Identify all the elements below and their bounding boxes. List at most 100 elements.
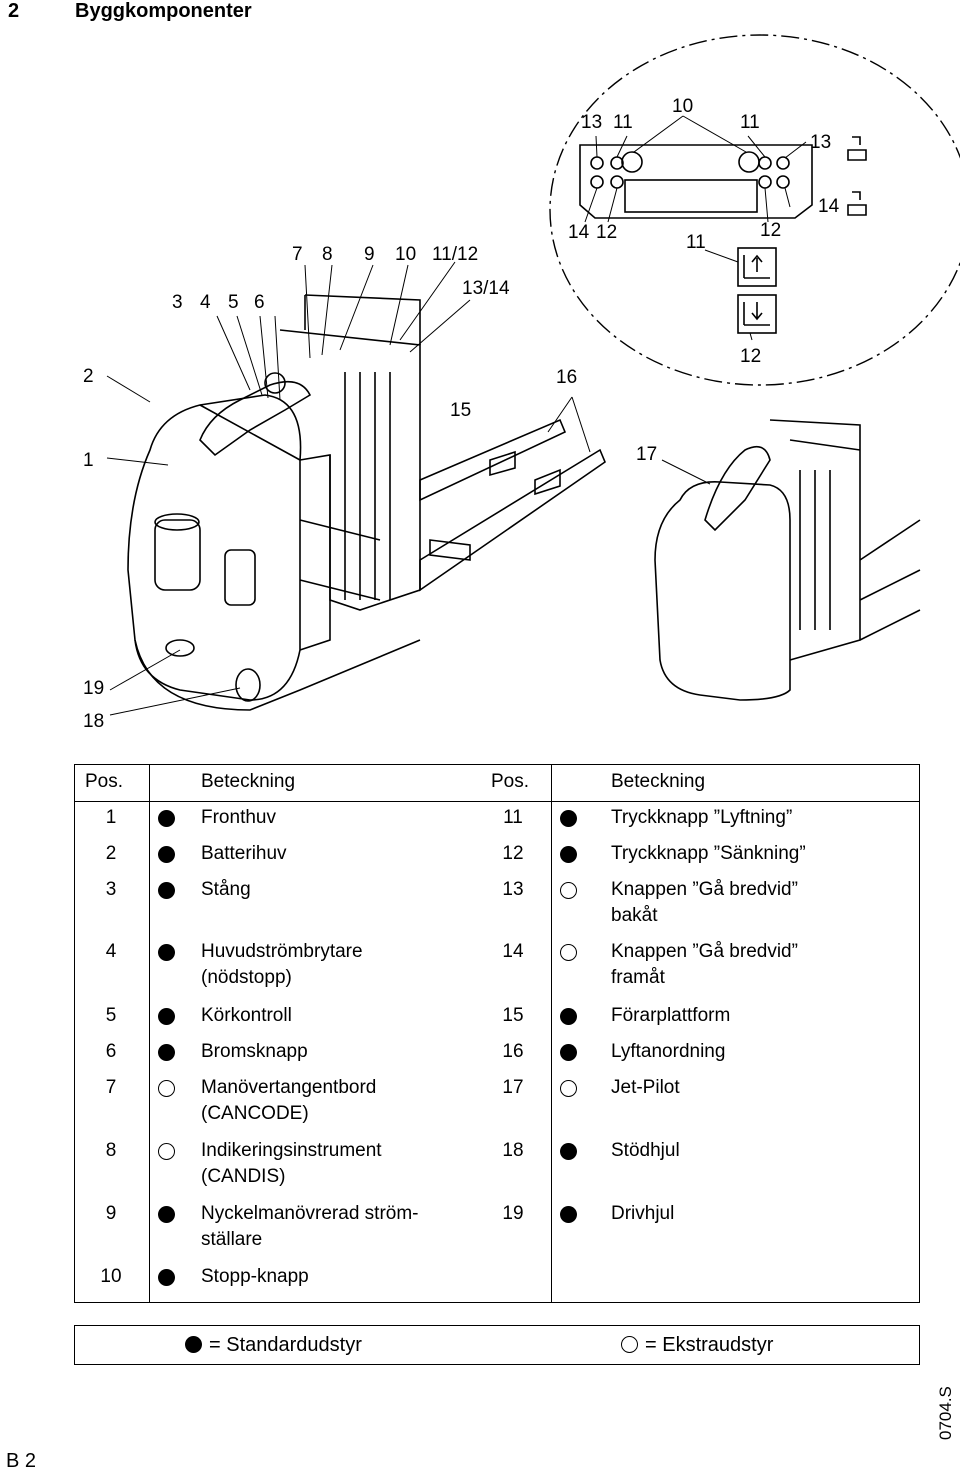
row-label: Stödhjul: [611, 1140, 680, 1161]
row-label: Indikeringsinstrument: [201, 1140, 382, 1161]
standard-dot-icon: [158, 1206, 175, 1223]
row-pos: 18: [502, 1140, 524, 1161]
row-pos: 2: [105, 843, 117, 864]
row-pos: 3: [105, 879, 117, 900]
detail-label-13a: 13: [581, 112, 602, 133]
label-2: 2: [83, 366, 94, 387]
detail-label-12c: 12: [740, 346, 761, 367]
table-header: Pos. Beteckning Pos. Beteckning: [75, 765, 919, 802]
label-16: 16: [556, 367, 577, 388]
row-label: Manövertangentbord: [201, 1077, 377, 1098]
row-pos: 5: [105, 1005, 117, 1026]
detail-label-11c: 11: [686, 232, 706, 253]
optional-dot-icon: [621, 1336, 638, 1353]
row-pos: 16: [502, 1041, 524, 1062]
component-table: Pos. Beteckning Pos. Beteckning 1 Fronthu…: [74, 764, 920, 1303]
row-label: Stopp-knapp: [201, 1266, 309, 1287]
row-label: Huvudströmbrytare: [201, 941, 363, 962]
row-label: ställare: [201, 1229, 263, 1250]
optional-dot-icon: [158, 1143, 175, 1160]
standard-dot-icon: [158, 810, 175, 827]
detail-label-13b: 13: [810, 132, 831, 153]
standard-dot-icon: [560, 1008, 577, 1025]
standard-dot-icon: [158, 882, 175, 899]
standard-dot-icon: [560, 1206, 577, 1223]
document-code: 0704.S: [936, 1386, 955, 1440]
row-pos: 14: [502, 941, 524, 962]
label-17: 17: [636, 444, 657, 465]
row-label: Stång: [201, 879, 251, 900]
lift-symbol-icon: [737, 247, 777, 287]
label-5: 5: [228, 292, 239, 313]
jet-pilot-tiller: [704, 445, 771, 532]
row-label: Förarplattform: [611, 1005, 731, 1026]
standard-dot-icon: [158, 846, 175, 863]
truck-front-hood: [127, 394, 302, 701]
col-divider: [149, 765, 150, 1302]
header-label-right: Beteckning: [611, 771, 706, 792]
optional-dot-icon: [560, 882, 577, 899]
row-label: Lyftanordning: [611, 1041, 726, 1062]
standard-dot-icon: [158, 1044, 175, 1061]
label-7: 7: [292, 244, 303, 265]
standard-dot-icon: [560, 846, 577, 863]
row-label: Fronthuv: [201, 807, 276, 828]
standard-dot-icon: [158, 1269, 175, 1286]
legend-standard: = Standardudstyr: [209, 1334, 362, 1356]
detail-circle: [549, 34, 960, 386]
control-panel: [579, 144, 813, 219]
label-18: 18: [83, 711, 104, 732]
row-pos: 11: [503, 807, 523, 828]
row-pos: 1: [105, 807, 117, 828]
figure-labels: 3 4 5 6 7 8 9 10 11/12 13/14 2 1 15 16 1…: [83, 96, 840, 732]
col-divider: [551, 765, 552, 1302]
label-15: 15: [450, 400, 471, 421]
row-label: framåt: [611, 967, 665, 988]
row-label: Batterihuv: [201, 843, 287, 864]
row-label: (CANCODE): [201, 1103, 309, 1124]
row-pos: 8: [105, 1140, 117, 1161]
label-19: 19: [83, 678, 104, 699]
jet-pilot-truck: [654, 481, 791, 701]
row-pos: 6: [105, 1041, 117, 1062]
walk-backward-icon: [847, 136, 867, 161]
tiller: [199, 380, 312, 457]
row-label: Nyckelmanövrerad ström-: [201, 1203, 419, 1224]
legend-optional: = Ekstraudstyr: [645, 1334, 774, 1356]
lower-symbol-icon: [737, 294, 777, 334]
legend: = Standardudstyr = Ekstraudstyr: [74, 1325, 920, 1365]
detail-label-14a: 14: [568, 222, 590, 243]
detail-label-12b: 12: [760, 220, 781, 241]
label-1: 1: [83, 450, 94, 471]
row-pos: 4: [105, 941, 117, 962]
walk-forward-icon: [847, 191, 867, 216]
battery-hood: [279, 329, 421, 611]
optional-dot-icon: [560, 1080, 577, 1097]
row-pos: 15: [502, 1005, 524, 1026]
standard-dot-icon: [560, 1143, 577, 1160]
truck-illustration: 3 4 5 6 7 8 9 10 11/12 13/14 2 1 15 16 1…: [83, 34, 960, 732]
page-number: B 2: [6, 1450, 37, 1472]
label-11-12: 11/12: [432, 244, 478, 265]
detail-label-12a: 12: [596, 222, 617, 243]
row-pos: 17: [502, 1077, 524, 1098]
row-label: bakåt: [611, 905, 658, 926]
detail-label-10: 10: [672, 96, 693, 117]
row-label: Drivhjul: [611, 1203, 675, 1224]
optional-dot-icon: [158, 1080, 175, 1097]
row-label: Knappen ”Gå bredvid”: [611, 879, 798, 900]
detail-label-11b: 11: [740, 112, 760, 133]
standard-dot-icon: [560, 1044, 577, 1061]
row-pos: 10: [100, 1266, 122, 1287]
fork-left: [419, 418, 567, 502]
row-pos: 12: [502, 843, 524, 864]
detail-label-11a: 11: [613, 112, 633, 133]
detail-label-14b: 14: [818, 196, 840, 217]
fork-right: [419, 448, 606, 592]
standard-dot-icon: [560, 810, 577, 827]
row-pos: 19: [502, 1203, 524, 1224]
row-pos: 9: [105, 1203, 117, 1224]
header-pos-left: Pos.: [85, 771, 124, 792]
label-8: 8: [322, 244, 333, 265]
row-label: Jet-Pilot: [611, 1077, 680, 1098]
